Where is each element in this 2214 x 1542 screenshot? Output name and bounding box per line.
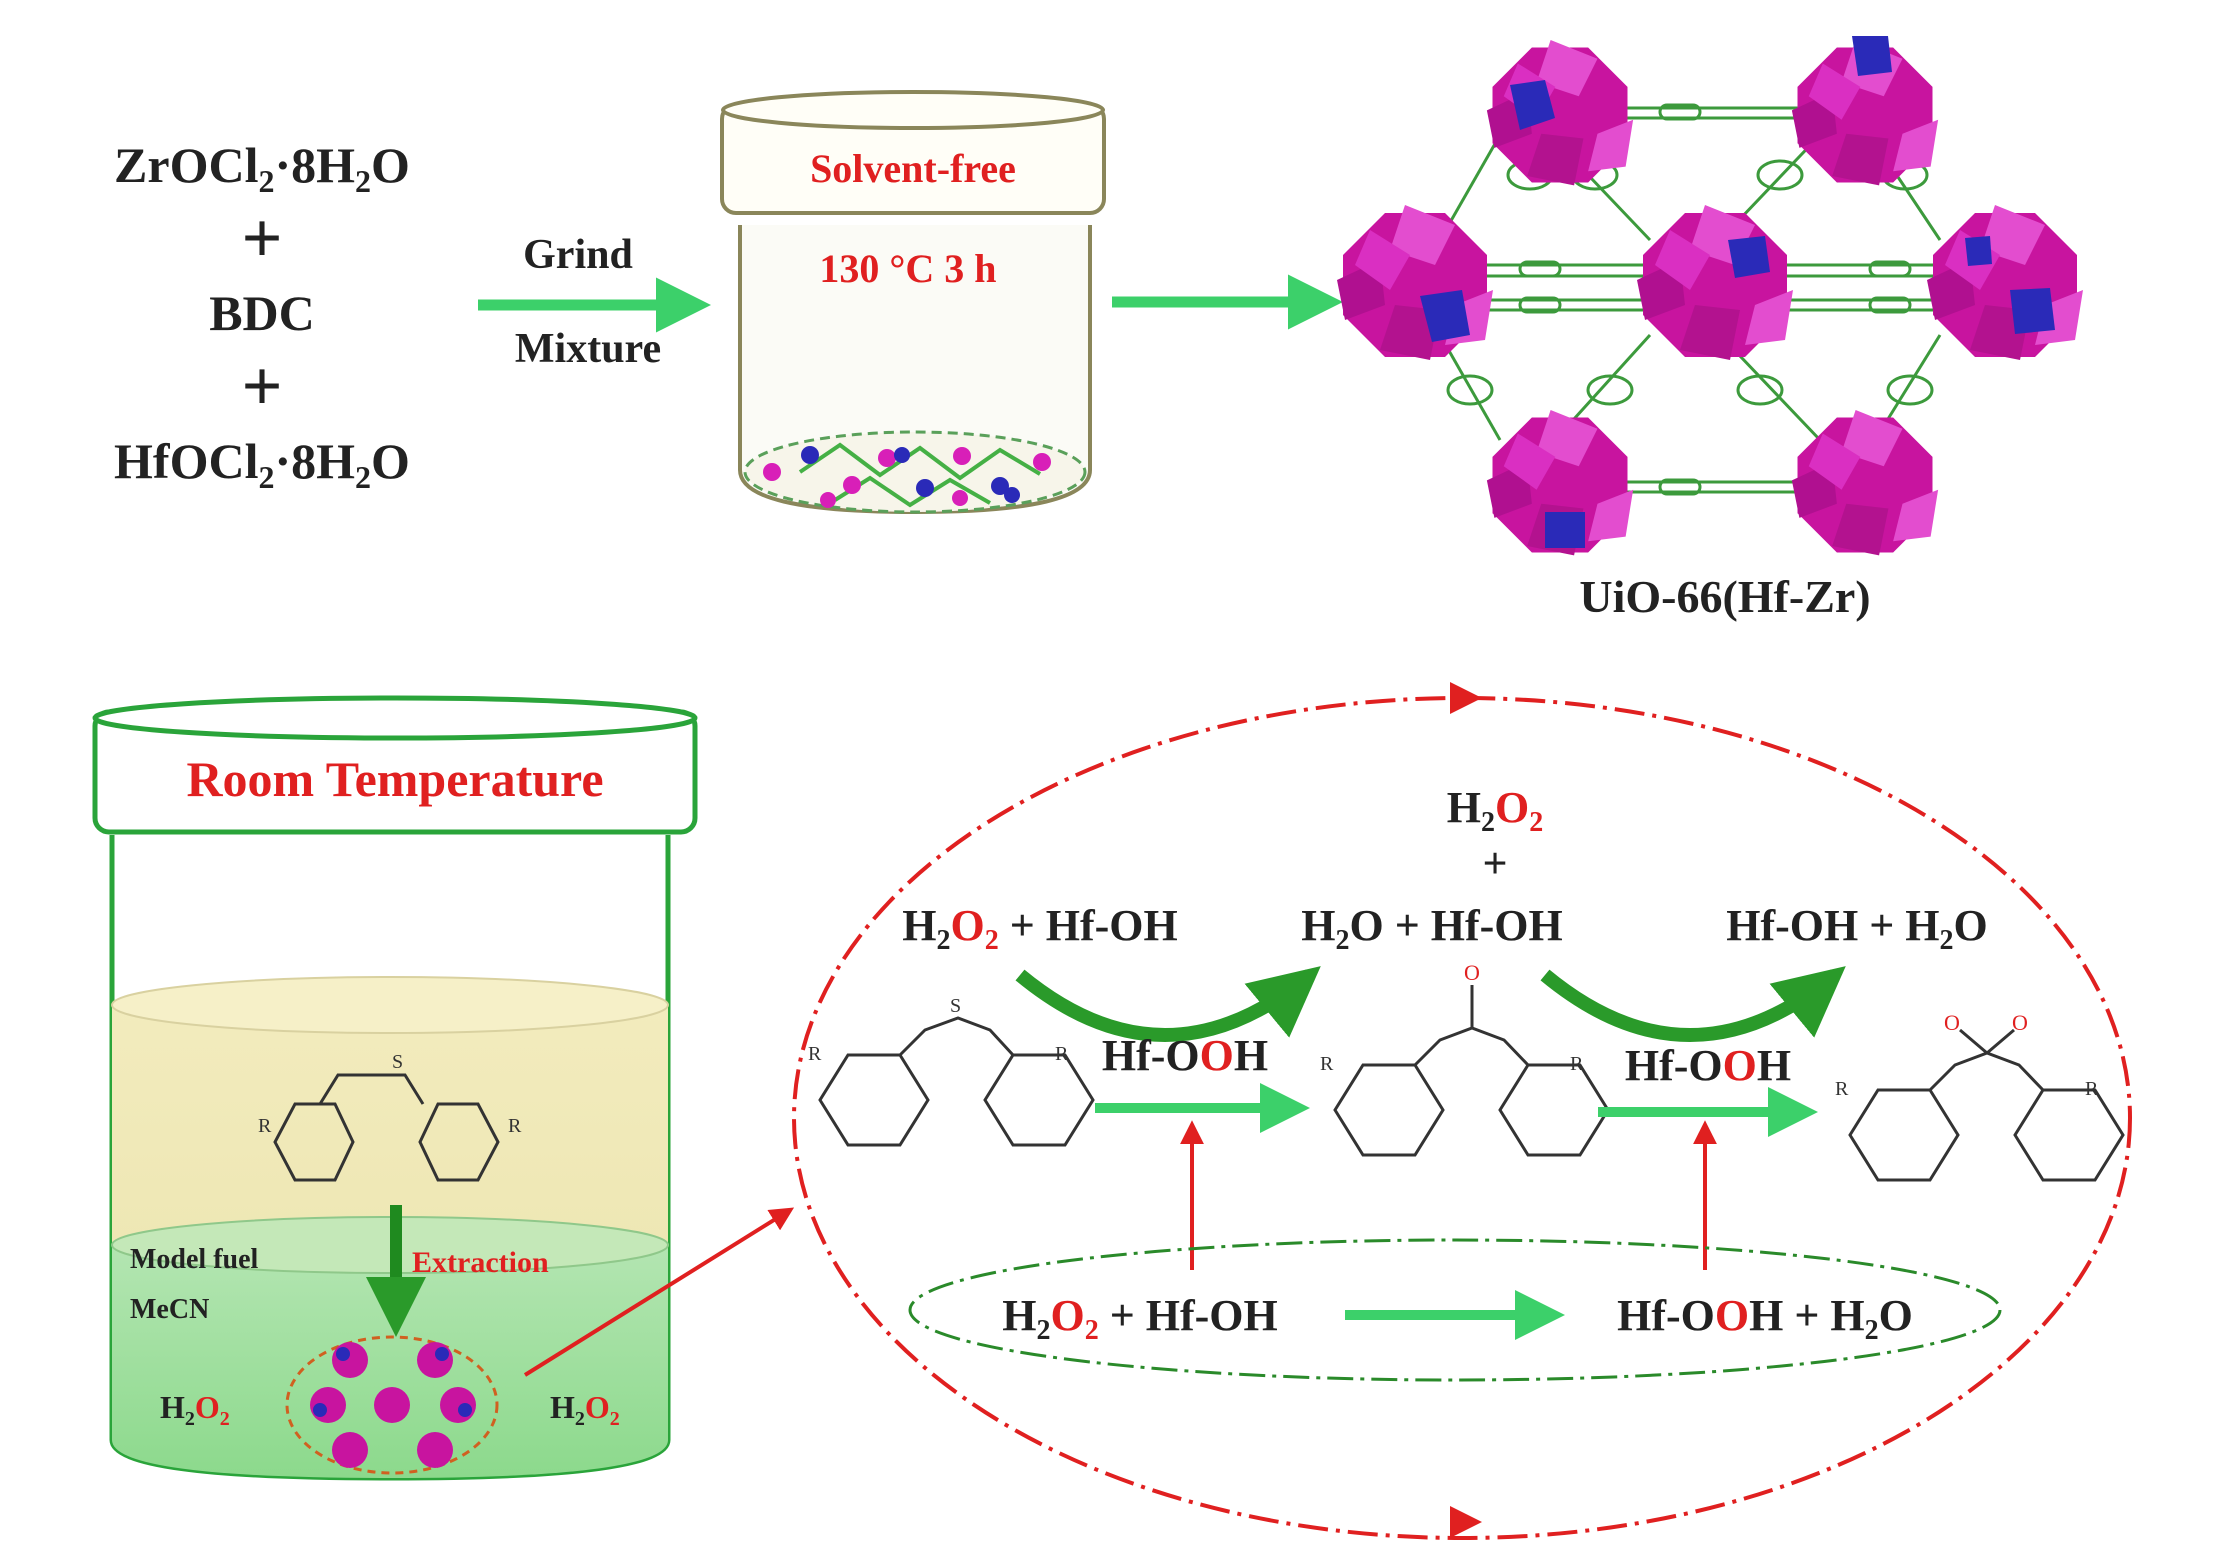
mixture-label: Mixture — [515, 326, 661, 372]
plus-sign: + — [241, 346, 282, 426]
catalyst-ellipse — [285, 1335, 499, 1475]
dbt-sulfoxide: O R R — [1320, 960, 1610, 1157]
svg-text:R: R — [1570, 1053, 1584, 1075]
curved-arrow-2 — [1540, 966, 1846, 1042]
activation-left: H2O2 + Hf-OH — [1002, 1291, 1278, 1346]
svg-text:R: R — [1320, 1053, 1334, 1075]
cycle-h2o2-hfoh: H2O2 + Hf-OH — [902, 901, 1178, 956]
svg-text:O: O — [1464, 960, 1480, 985]
cycle-hfoh-h2o: Hf-OH + H2O — [1726, 901, 1988, 956]
dbt-sulfone: O O R R — [1835, 1010, 2125, 1182]
dibenzothiophene-in-fuel: S R R — [258, 1051, 522, 1182]
solvent-free-label: Solvent-free — [810, 146, 1016, 191]
conditions-label: 130 °C 3 h — [819, 246, 996, 291]
product-label: UiO-66(Hf-Zr) — [1579, 571, 1870, 622]
mechanism-panel: H2O2 + Hf-OH H2O2 + H2O + Hf-OH Hf-OH + … — [792, 682, 2132, 1540]
svg-text:R: R — [2085, 1078, 2099, 1100]
svg-text:R: R — [1835, 1078, 1849, 1100]
curved-arrow-1 — [1015, 966, 1321, 1042]
oxidant-label-1: Hf-OOH — [1102, 1031, 1268, 1080]
reactant-zrocl2: ZrOCl2·8H2O — [114, 137, 410, 199]
plus-sign: + — [241, 198, 282, 278]
grind-arrow: Grind Mixture — [478, 232, 711, 372]
extraction-label: Extraction — [412, 1246, 549, 1279]
hf-sites — [1420, 36, 2055, 548]
svg-text:S: S — [950, 995, 961, 1017]
reactant-bdc: BDC — [209, 285, 315, 341]
reactants-stack: ZrOCl2·8H2O + BDC + HfOCl2·8H2O — [114, 137, 410, 495]
uio66-framework: UiO-66(Hf-Zr) — [1337, 36, 2083, 622]
cycle-plus: + — [1482, 839, 1507, 888]
svg-text:R: R — [508, 1115, 522, 1137]
oxidant-label-2: Hf-OOH — [1625, 1041, 1791, 1090]
grind-label: Grind — [523, 232, 633, 278]
svg-text:S: S — [392, 1051, 403, 1073]
room-temperature-vessel: Room Temperature S R R Model fuel Extrac… — [92, 695, 698, 1481]
h2o2-left-label: H2O2 — [160, 1389, 230, 1430]
svg-text:O: O — [1944, 1010, 1960, 1035]
model-fuel-label: Model fuel — [130, 1244, 259, 1275]
cycle-h2o-hfoh: H2O + Hf-OH — [1301, 901, 1563, 956]
cycle-h2o2-top: H2O2 — [1447, 783, 1543, 838]
svg-text:R: R — [808, 1043, 822, 1065]
zoom-arrow — [523, 1207, 795, 1377]
activation-ellipse — [908, 1238, 2002, 1382]
svg-text:R: R — [1055, 1043, 1069, 1065]
reactant-hfocl2: HfOCl2·8H2O — [114, 433, 410, 495]
mecn-label: MeCN — [130, 1294, 209, 1325]
svg-text:O: O — [2012, 1010, 2028, 1035]
activation-right: Hf-OOH + H2O — [1617, 1291, 1913, 1346]
catalyst-particles — [310, 1342, 476, 1468]
svg-text:R: R — [258, 1115, 272, 1137]
particle-dots — [763, 446, 1051, 508]
room-temperature-label: Room Temperature — [186, 751, 603, 807]
dibenzothiophene: S R R — [808, 995, 1095, 1147]
solvent-free-vessel: Solvent-free 130 °C 3 h — [720, 90, 1106, 515]
h2o2-right-label: H2O2 — [550, 1389, 620, 1430]
mechanism-ellipse — [792, 696, 2132, 1540]
